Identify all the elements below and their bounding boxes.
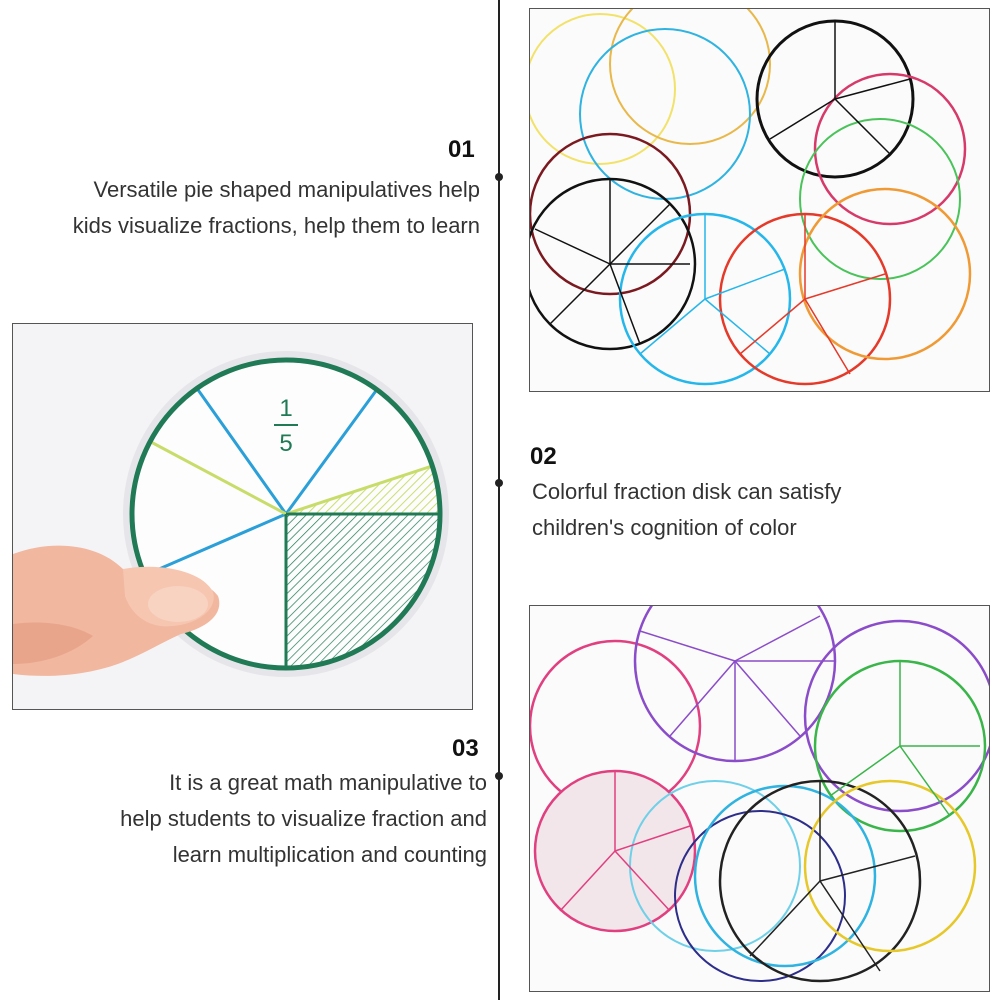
timeline-dot-01 [495, 173, 503, 181]
photo-colorful-disks-top [529, 8, 990, 392]
section-03-description: It is a great math manipulative to help … [7, 765, 487, 873]
timeline-dot-03 [495, 772, 503, 780]
section-02-number: 02 [530, 443, 557, 470]
disk-denominator: 5 [279, 430, 292, 457]
section-03-line-3: learn multiplication and counting [172, 842, 487, 867]
section-01-number: 01 [448, 136, 475, 163]
timeline-dot-02 [495, 479, 503, 487]
section-03-number: 03 [452, 735, 479, 762]
section-03-line-1: It is a great math manipulative to [169, 770, 487, 795]
fraction-disk-illustration: 1 5 [13, 324, 472, 709]
section-03-line-2: help students to visualize fraction and [120, 806, 487, 831]
photo-hand-holding-disk: 1 5 [12, 323, 473, 710]
section-01-description: Versatile pie shaped manipulatives help … [0, 172, 480, 244]
section-02-line-2: children's cognition of color [532, 515, 797, 540]
section-02-description: Colorful fraction disk can satisfy child… [532, 474, 972, 546]
colorful-disks-illustration [530, 9, 989, 391]
photo-colorful-disks-bottom [529, 605, 990, 992]
section-01-line-1: Versatile pie shaped manipulatives help [93, 177, 480, 202]
section-01-line-2: kids visualize fractions, help them to l… [72, 213, 480, 238]
overlapping-disks-illustration [530, 606, 989, 991]
section-02-line-1: Colorful fraction disk can satisfy [532, 479, 842, 504]
disk-numerator: 1 [279, 395, 292, 422]
timeline-line [498, 0, 500, 1000]
